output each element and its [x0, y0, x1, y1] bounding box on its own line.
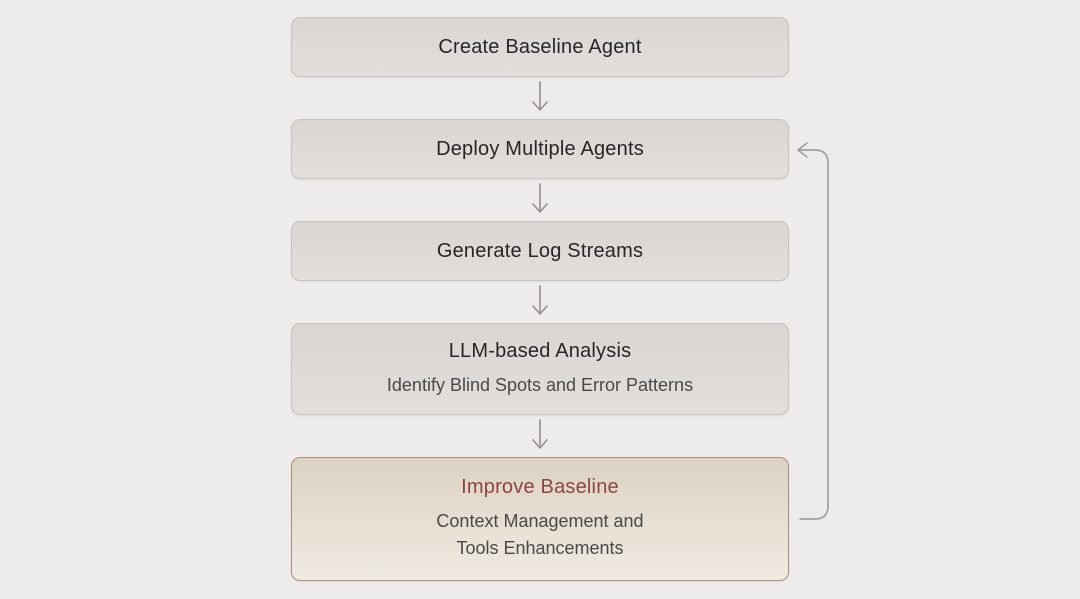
node-improve-baseline-sublabel-line1: Context Management and: [436, 511, 644, 531]
node-llm-based-analysis-sublabel: Identify Blind Spots and Error Patterns: [386, 374, 694, 395]
node-deploy-multiple-agents-label: Deploy Multiple Agents: [436, 137, 644, 160]
node-generate-log-streams-label: Generate Log Streams: [436, 239, 644, 262]
node-improve-baseline-sublabel-line2: Tools Enhancements: [456, 538, 624, 558]
down-arrow-icon: [532, 183, 548, 213]
node-create-baseline-agent-label: Create Baseline Agent: [438, 35, 642, 58]
node-improve-baseline-sublabel: Context Management and Tools Enhancement…: [436, 508, 643, 562]
down-arrow-icon: [532, 285, 548, 315]
down-arrow-icon: [532, 419, 548, 449]
node-improve-baseline: Improve Baseline Context Management and …: [291, 457, 789, 581]
node-deploy-multiple-agents: Deploy Multiple Agents: [291, 119, 789, 179]
down-arrow-icon: [532, 81, 548, 111]
node-improve-baseline-label: Improve Baseline: [461, 476, 619, 498]
node-create-baseline-agent: Create Baseline Agent: [291, 17, 789, 77]
node-llm-based-analysis: LLM-based Analysis Identify Blind Spots …: [291, 323, 789, 415]
node-llm-based-analysis-label: LLM-based Analysis: [448, 339, 632, 362]
node-generate-log-streams: Generate Log Streams: [291, 221, 789, 281]
